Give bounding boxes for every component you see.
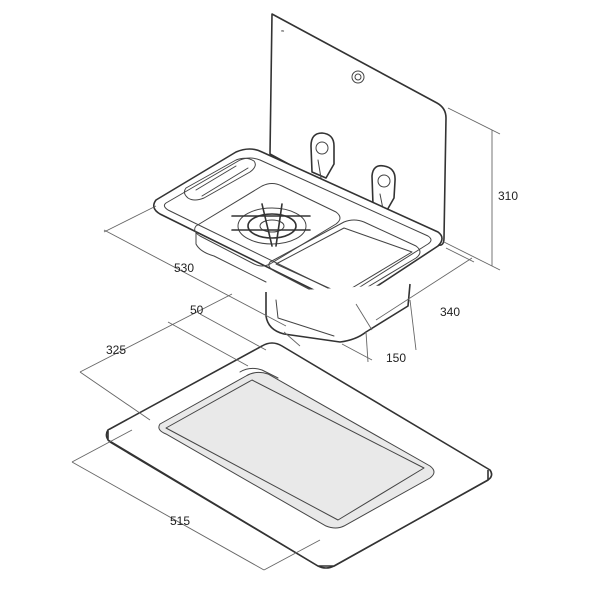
lid-hinge-right xyxy=(371,164,396,219)
dim-label-310: 310 xyxy=(498,189,518,203)
svg-text:≈: ≈ xyxy=(281,29,285,35)
lid-grip-hole xyxy=(351,70,365,84)
gas-burner xyxy=(231,203,311,247)
dim-label-150: 150 xyxy=(386,351,406,365)
dimension-lines-top xyxy=(103,107,501,363)
dim-label-325: 325 xyxy=(106,343,126,357)
dim-label-50: 50 xyxy=(190,303,204,317)
dim-label-530: 530 xyxy=(174,261,194,275)
sink-hob-unit xyxy=(152,148,443,304)
sink-bowl xyxy=(195,219,421,343)
dim-label-340: 340 xyxy=(440,305,460,319)
dimension-lines-cutout xyxy=(71,293,321,571)
worktop-cutout xyxy=(105,342,493,569)
dim-label-515: 515 xyxy=(170,514,190,528)
